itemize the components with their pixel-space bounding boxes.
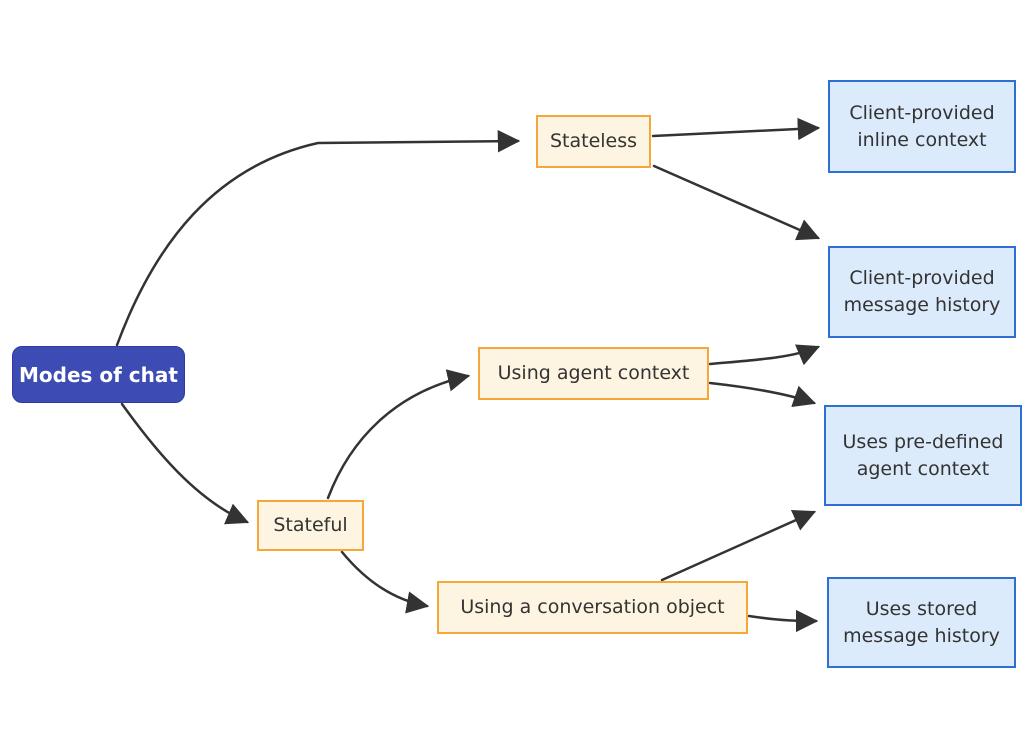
node-uses-stored-message-history-label: Uses stored message history — [843, 597, 1000, 647]
node-client-message-history: Client-provided message history — [828, 246, 1016, 338]
edge-modes-to-stateless — [115, 129, 521, 347]
edge-conversation-object-to-predefined-context — [660, 510, 817, 582]
node-using-agent-context-label: Using agent context — [497, 362, 690, 385]
edge-stateless-to-inline-context — [651, 117, 821, 141]
node-modes-of-chat: Modes of chat — [12, 346, 185, 403]
edge-modes-to-stateful — [120, 402, 250, 525]
edge-conversation-object-to-stored-history — [747, 609, 819, 633]
edge-agent-context-to-predefined-context — [708, 381, 817, 408]
node-stateless: Stateless — [536, 115, 651, 168]
node-using-conversation-object: Using a conversation object — [437, 581, 748, 634]
edge-agent-context-to-message-history — [708, 344, 821, 366]
node-modes-of-chat-label: Modes of chat — [19, 362, 178, 387]
edge-stateless-to-message-history — [652, 164, 821, 241]
node-client-message-history-label: Client-provided message history — [843, 267, 1001, 316]
edge-stateful-to-conversation-object — [340, 550, 430, 614]
node-using-conversation-object-label: Using a conversation object — [460, 596, 725, 619]
node-stateless-label: Stateless — [549, 130, 638, 153]
node-stateful-label: Stateful — [273, 514, 348, 537]
node-using-agent-context: Using agent context — [478, 347, 709, 400]
node-uses-stored-message-history: Uses stored message history — [827, 577, 1016, 668]
node-client-inline-context: Client-provided inline context — [828, 80, 1016, 173]
node-stateful: Stateful — [257, 500, 364, 551]
node-client-inline-context-label: Client-provided inline context — [849, 101, 995, 151]
node-uses-predefined-agent-context-label: Uses pre-defined agent context — [842, 430, 1004, 480]
edge-stateful-to-agent-context — [326, 369, 471, 500]
node-uses-predefined-agent-context: Uses pre-defined agent context — [824, 405, 1022, 506]
